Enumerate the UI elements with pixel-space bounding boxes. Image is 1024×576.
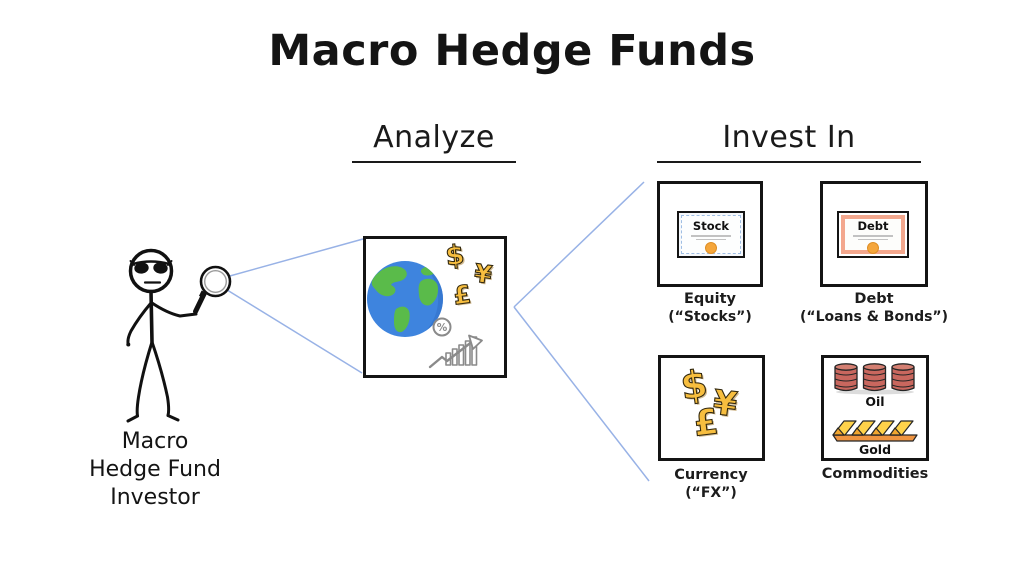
gold-label: Gold xyxy=(858,442,892,457)
equity-sublabel: (“Stocks”) xyxy=(668,309,752,325)
certificate-seal-icon xyxy=(867,242,879,254)
certificate-line xyxy=(853,235,893,237)
dollar-symbol: $ xyxy=(677,361,711,409)
currency-label: Currency xyxy=(674,467,748,483)
gold-bars-icon xyxy=(832,420,918,442)
percent-symbol: % xyxy=(437,322,448,334)
certificate-line xyxy=(858,238,888,240)
certificate-seal-icon xyxy=(705,242,717,254)
percent-circle-icon xyxy=(432,317,452,337)
stick-figure xyxy=(126,248,232,423)
equity-label: Equity xyxy=(684,291,736,307)
investor-label-line3: Investor xyxy=(110,485,200,510)
investor-label-line1: Macro xyxy=(121,429,189,454)
stock-certificate: Stock xyxy=(677,211,745,258)
oil-barrels-icon xyxy=(834,363,915,395)
debt-sublabel: (“Loans & Bonds”) xyxy=(799,309,949,325)
growth-chart-icon: % xyxy=(428,317,483,369)
globe-icon xyxy=(367,261,444,337)
magnifying-glass-icon xyxy=(193,265,232,314)
analyze-scene: % xyxy=(367,261,483,369)
currency-sublabel: (“FX”) xyxy=(685,485,737,501)
debt-label: Debt xyxy=(854,291,894,307)
analyze-heading: Analyze xyxy=(352,120,516,163)
sunglasses-icon xyxy=(129,260,173,274)
investor-label-line2: Hedge Fund xyxy=(89,457,221,482)
dollar-symbol: $ xyxy=(443,239,466,273)
invest-heading: Invest In xyxy=(657,120,921,163)
debt-certificate-title: Debt xyxy=(857,219,889,233)
investor-label: Macro Hedge Fund Investor xyxy=(70,428,240,512)
oil-label: Oil xyxy=(865,394,885,409)
yen-symbol: ¥ xyxy=(472,258,494,290)
page-title: Macro Hedge Funds xyxy=(268,26,756,76)
currency-box: $ ¥ £ xyxy=(658,355,765,461)
stock-certificate-title: Stock xyxy=(692,219,730,233)
debt-box: Debt xyxy=(820,181,928,287)
pound-symbol: £ xyxy=(451,279,473,311)
equity-box: Stock xyxy=(657,181,763,287)
commodities-label: Commodities xyxy=(821,466,929,482)
debt-certificate: Debt xyxy=(837,211,909,258)
pound-symbol: £ xyxy=(691,402,721,446)
analyze-box: % $ ¥ £ xyxy=(363,236,507,378)
certificate-line xyxy=(696,238,726,240)
commodities-box: Oil Gold xyxy=(821,355,929,461)
certificate-line xyxy=(691,235,731,237)
